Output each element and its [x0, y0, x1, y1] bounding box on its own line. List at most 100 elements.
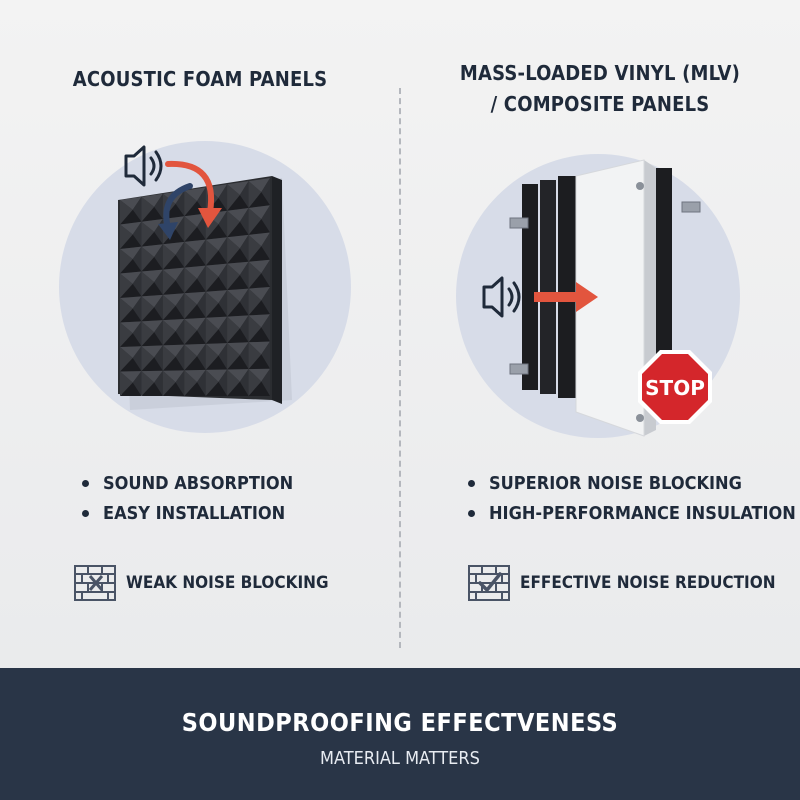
foam-pyramid-face [132, 221, 142, 247]
foam-pyramid-face [141, 320, 163, 333]
foam-note-text: WEAK NOISE BLOCKING [126, 573, 329, 593]
foam-pyramid-face [184, 265, 206, 279]
foam-pyramid-face [175, 344, 185, 371]
foam-pyramid-face [120, 357, 142, 372]
foam-pyramid-face [184, 356, 206, 371]
foam-pyramid-face [141, 244, 163, 258]
foam-pyramid-face [141, 371, 155, 396]
foam-pyramid-face [120, 382, 142, 396]
bullet-item: HIGH-PERFORMANCE INSULATION [468, 498, 796, 528]
foam-pyramid-face [248, 315, 262, 343]
foam-pyramid-face [205, 239, 219, 266]
bullet-text: EASY INSTALLATION [103, 502, 286, 524]
foam-pyramid-face [132, 196, 142, 222]
foam-pyramid-face [248, 368, 270, 382]
foam-pyramid-face [162, 356, 185, 371]
foam-pyramid-face [162, 318, 185, 332]
foam-pyramid-face [227, 181, 249, 196]
foam-pyramid-face [205, 343, 219, 370]
foam-pyramid-face [248, 208, 262, 235]
foam-pyramid-face [248, 219, 270, 235]
foam-pyramid-face [120, 371, 133, 396]
foam-pyramid-face [218, 263, 228, 291]
mlv-illustration: STOP [456, 154, 740, 438]
foam-pyramid-face [184, 213, 206, 227]
foam-pyramid-face [205, 224, 228, 240]
bullet-dot [468, 479, 475, 487]
foam-pyramid-face [248, 288, 262, 316]
foam-pyramid-face [248, 300, 270, 316]
foam-pyramid-face [197, 187, 206, 214]
foam-pyramid-face [227, 263, 240, 291]
foam-pyramid-face [248, 246, 270, 262]
foam-pyramid-face [239, 208, 249, 235]
foam-pyramid-face [132, 346, 142, 372]
footer-banner: SOUNDPROOFING EFFECTVENESS MATERIAL MATT… [0, 668, 800, 800]
foam-pyramid-face [175, 267, 185, 294]
foam-pyramid-face [184, 317, 206, 331]
foam-pyramid-face [154, 320, 163, 346]
foam-pyramid-face [141, 219, 163, 232]
foam-pyramid-face [239, 234, 249, 262]
foam-pyramid-face [227, 355, 249, 370]
foam-pyramid-face [141, 269, 163, 283]
foam-pyramid-face [162, 382, 185, 396]
foam-pyramid-face [175, 293, 185, 319]
foam-title: ACOUSTIC FOAM PANELS [72, 67, 328, 91]
foam-pyramid-face [205, 355, 228, 370]
foam-pyramid-face [141, 282, 163, 297]
foam-column: ACOUSTIC FOAM PANELS [0, 0, 400, 668]
foam-pyramid-face [120, 246, 142, 260]
foam-pyramid-face [162, 344, 185, 357]
foam-pyramid-face [162, 269, 176, 295]
foam-pyramid-face [227, 210, 240, 238]
foam-pyramid-face [162, 229, 185, 245]
foam-pyramid-face [175, 318, 185, 345]
foam-pyramid-face [141, 346, 155, 372]
foam-pyramid-face [120, 333, 142, 347]
foam-pyramid-face [141, 246, 155, 272]
foam-pyramid-face [248, 273, 270, 289]
foam-pyramid-face [154, 370, 163, 396]
foam-pyramid-face [248, 178, 270, 193]
foam-pyramid-face [261, 178, 270, 206]
foam-pyramid-face [120, 346, 142, 358]
foam-pyramid-face [162, 241, 185, 255]
foam-pyramid-face [227, 290, 240, 317]
foam-pyramid-face [227, 328, 249, 344]
foam-pyramid-face [154, 269, 163, 295]
foam-pyramid-face [184, 369, 206, 383]
foam-pyramid-face [197, 291, 206, 318]
foam-pyramid-face [248, 327, 270, 343]
foam-pyramid-face [162, 320, 176, 346]
foam-pyramid-face [218, 210, 228, 238]
foam-pyramid-face [184, 252, 206, 268]
foam-pyramid-face [120, 234, 142, 249]
bullet-text: SUPERIOR NOISE BLOCKING [489, 472, 742, 494]
foam-pyramid-face [261, 368, 270, 396]
foam-pyramid-face [141, 382, 163, 396]
foam-pyramid-face [184, 344, 197, 371]
foam-pyramid-face [248, 354, 270, 370]
foam-pyramid-face [162, 370, 176, 396]
reflect-arrow-icon [158, 160, 222, 240]
foam-pyramid-face [132, 296, 142, 322]
mlv-note: EFFECTIVE NOISE REDUCTION [468, 562, 776, 604]
foam-pyramid-face [239, 369, 249, 396]
foam-pyramid-face [141, 307, 163, 322]
bullet-dot [82, 509, 89, 517]
foam-pyramid-face [239, 342, 249, 370]
foam-pyramid-face [120, 196, 142, 210]
foam-pyramid-face [184, 239, 206, 253]
stop-sign-icon: STOP [638, 350, 712, 424]
foam-pyramid-face [197, 265, 206, 292]
foam-pyramid-face [154, 244, 163, 270]
foam-pyramid-face [227, 342, 249, 356]
foam-pyramid-face [205, 343, 228, 356]
mlv-title-line1: MASS-LOADED VINYL (MLV) [459, 61, 741, 85]
foam-pyramid-face [218, 290, 228, 317]
foam-pyramid-face [261, 259, 270, 287]
foam-pyramid-face [227, 381, 249, 396]
foam-pyramid-face [227, 369, 249, 382]
